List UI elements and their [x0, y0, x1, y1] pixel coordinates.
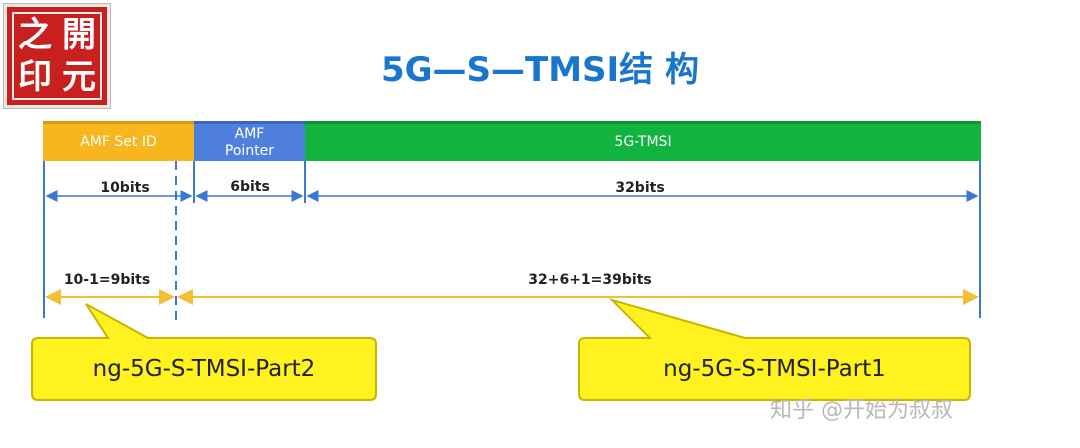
bits-label-amf-pointer: 6bits	[230, 179, 270, 195]
callout-part1-text: ng-5G-S-TMSI-Part1	[663, 356, 886, 382]
bits-label-5g-tmsi: 32bits	[615, 180, 665, 196]
field-amf-pointer: AMF Pointer	[194, 121, 305, 161]
callout-part2-bubble	[31, 303, 377, 401]
field-amf-pointer-label: AMF Pointer	[224, 125, 275, 159]
watermark: 知乎 @开始为叔叔	[770, 398, 953, 423]
field-amf-set-id: AMF Set ID	[43, 121, 194, 161]
bits-label-amf-set-id: 10bits	[100, 180, 150, 196]
logo-char-3: 印	[18, 57, 52, 97]
field-5g-tmsi-label: 5G-TMSI	[614, 134, 672, 150]
logo-seal: 之 開 印 元	[4, 4, 110, 108]
diagram-title: 5G—S—TMSI结 构	[380, 50, 700, 90]
bits-label-part2: 10-1=9bits	[63, 272, 151, 288]
logo-char-4: 元	[62, 57, 96, 97]
logo-seal-border	[12, 12, 102, 100]
logo-char-2: 開	[62, 15, 96, 55]
bits-label-part1: 32+6+1=39bits	[528, 272, 652, 288]
callout-part1-bubble	[578, 297, 971, 401]
field-amf-set-id-label: AMF Set ID	[80, 134, 157, 150]
logo-char-1: 之	[18, 15, 52, 55]
field-5g-tmsi: 5G-TMSI	[305, 121, 981, 161]
callout-part2-text: ng-5G-S-TMSI-Part2	[92, 356, 316, 382]
